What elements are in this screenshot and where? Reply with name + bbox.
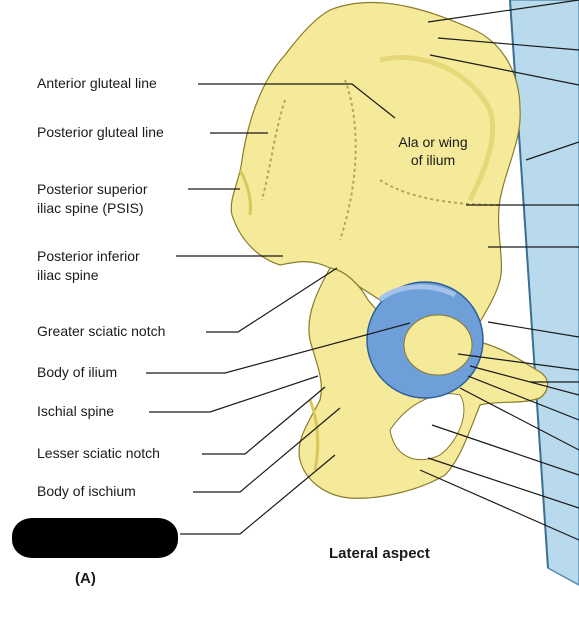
redacted-label: [12, 518, 178, 558]
anterior-gluteal-line: [339, 79, 357, 241]
label-anterior-gluteal-line: Anterior gluteal line: [37, 75, 157, 91]
label-lesser-sciatic-notch: Lesser sciatic notch: [37, 445, 160, 461]
label-psis: Posterior superior iliac spine (PSIS): [37, 181, 148, 216]
leader-greater-sciatic-notch: [206, 267, 338, 333]
leader-redacted: [180, 454, 336, 535]
reference-plane: [509, 0, 579, 586]
leader-anterior-gluteal-line: [198, 83, 396, 119]
leader-ischial-spine: [149, 375, 319, 413]
leader-body-of-ischium: [193, 407, 341, 493]
label-posterior-inferior-iliac-spine: Posterior inferior iliac spine: [37, 248, 140, 283]
label-ischial-spine: Ischial spine: [37, 403, 115, 419]
label-ala-of-ilium: Ala or wing of ilium: [398, 134, 468, 168]
panel-label: (A): [75, 570, 96, 587]
posterior-gluteal-line: [261, 99, 286, 201]
view-caption: Lateral aspect: [329, 545, 430, 562]
label-body-of-ilium: Body of ilium: [37, 364, 118, 380]
label-posterior-gluteal-line: Posterior gluteal line: [37, 124, 164, 140]
label-body-of-ischium: Body of ischium: [37, 483, 136, 499]
obturator-foramen: [389, 393, 465, 461]
label-greater-sciatic-notch: Greater sciatic notch: [37, 323, 166, 339]
leader-body-of-ilium: [146, 322, 411, 374]
leader-lesser-sciatic-notch: [202, 386, 326, 455]
